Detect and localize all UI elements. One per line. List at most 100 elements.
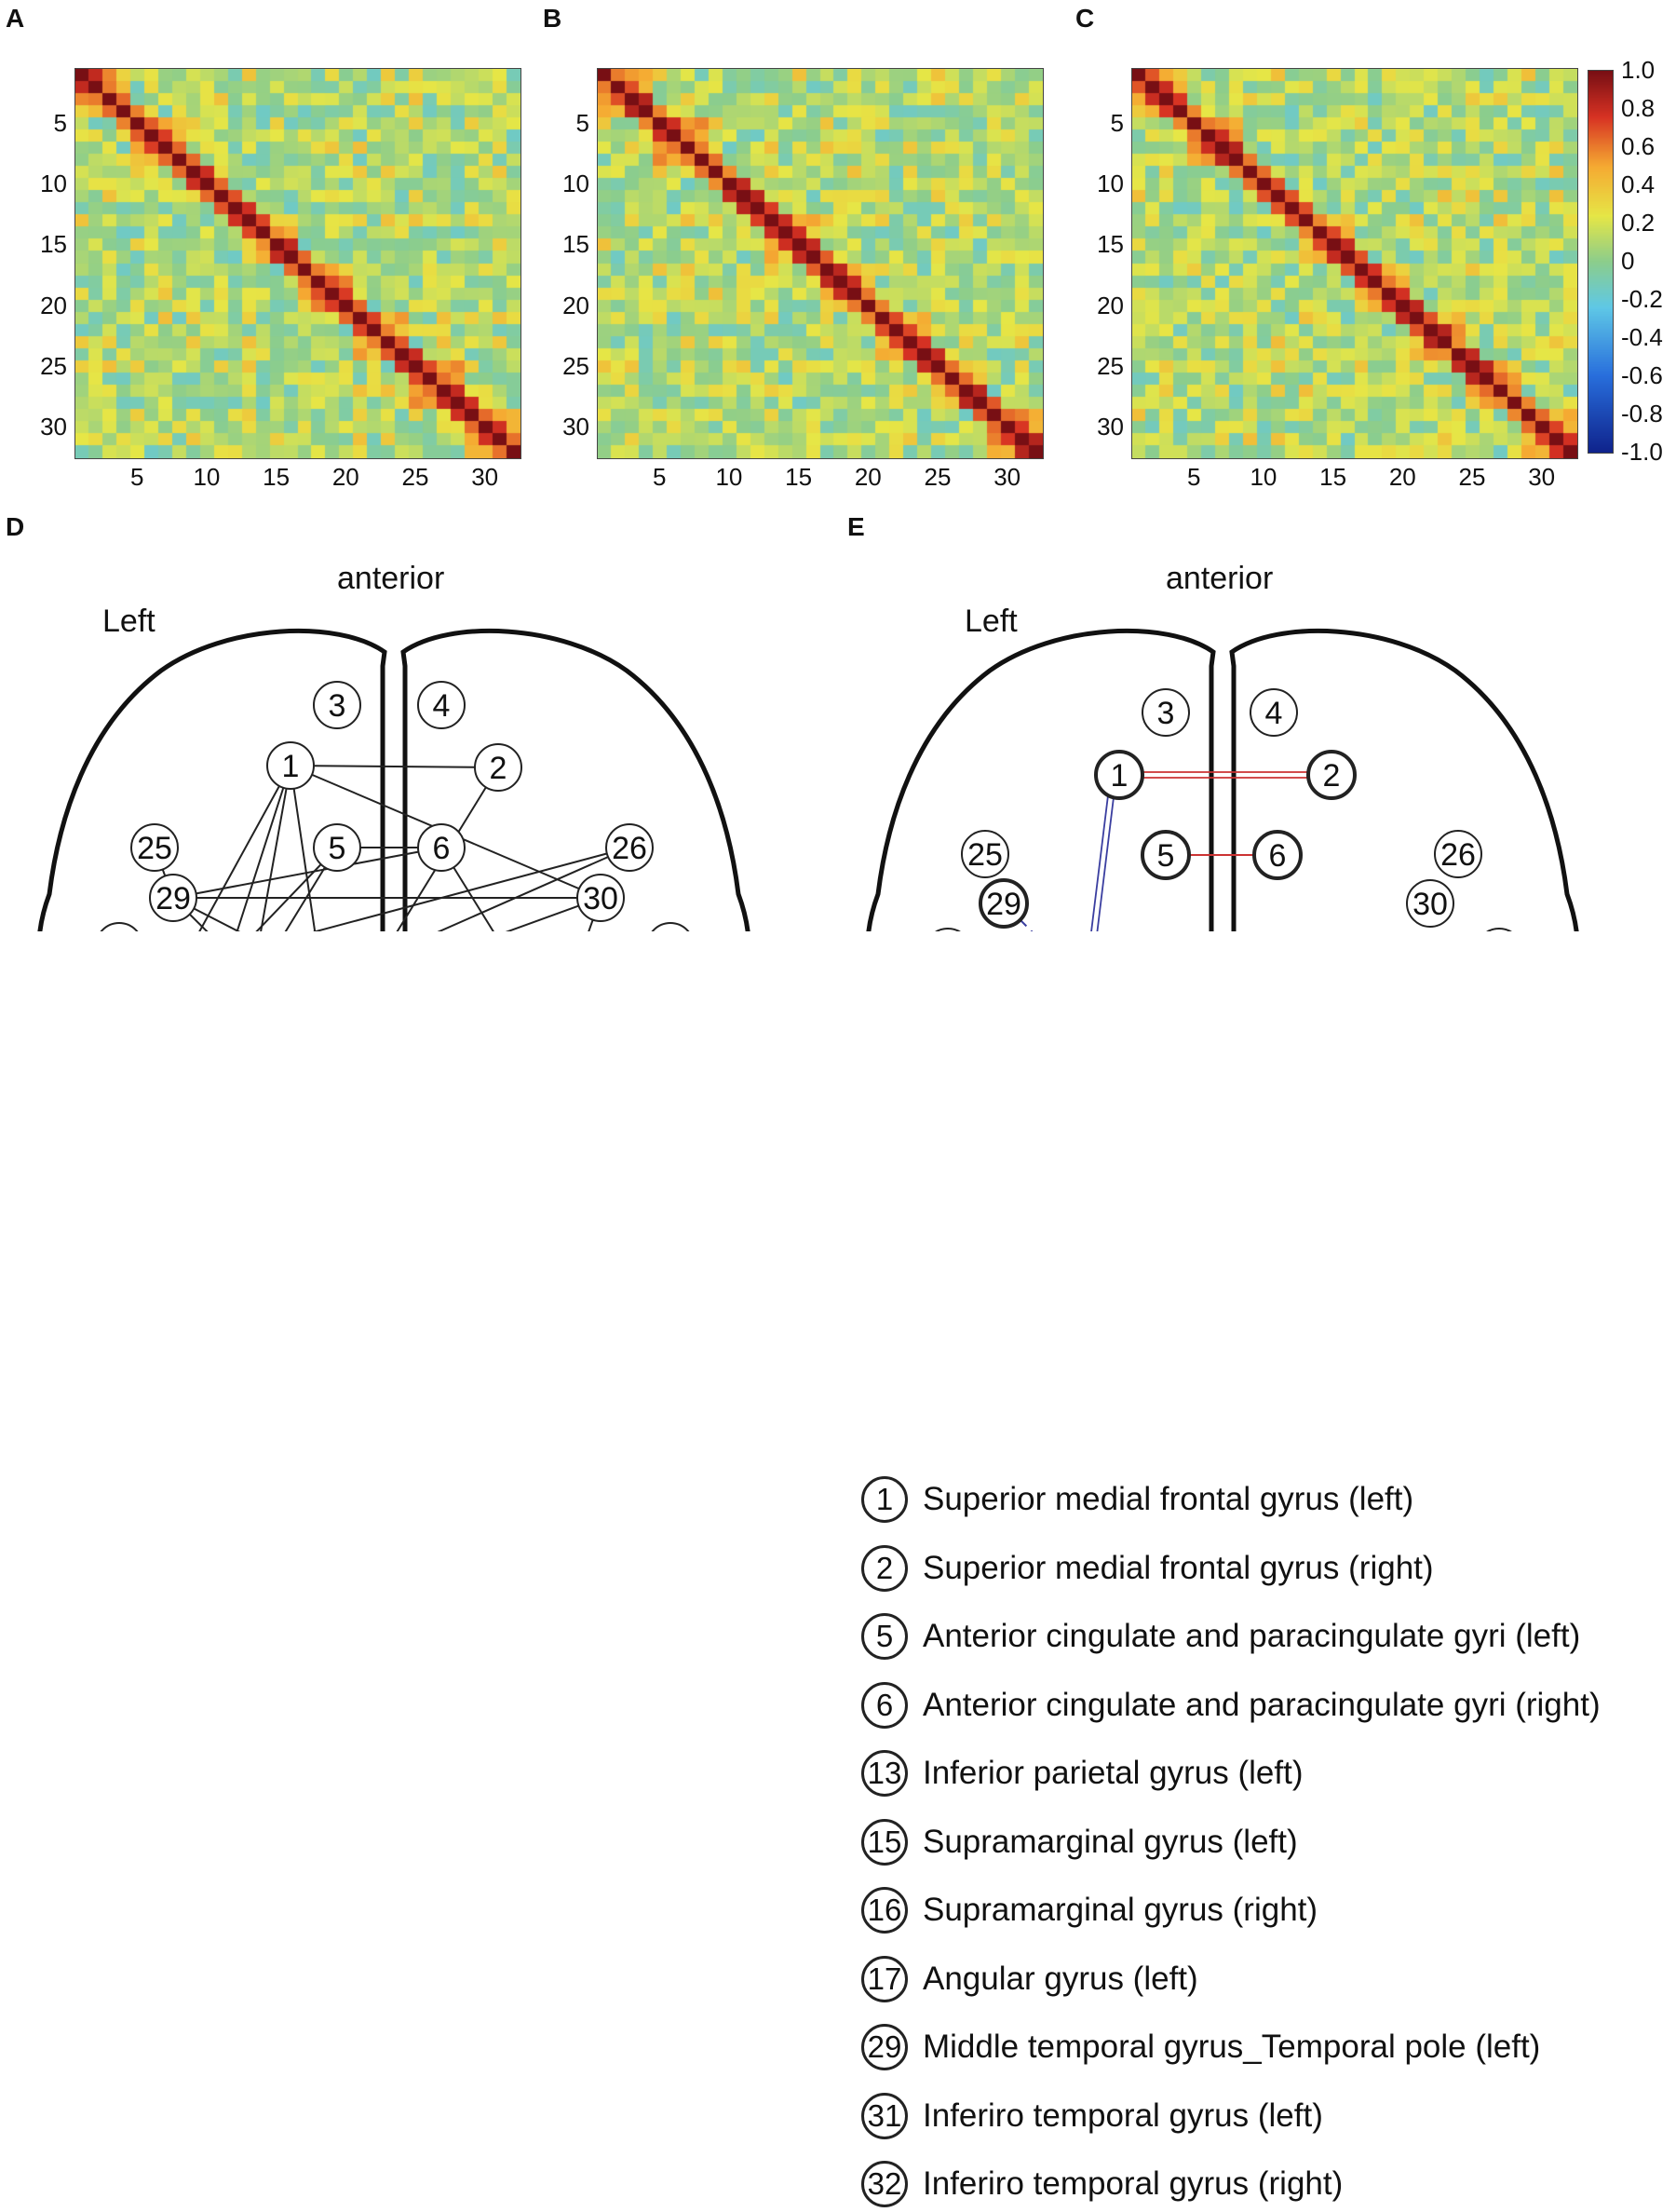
edge-15-30 (505, 897, 601, 931)
node-label: 30 (583, 881, 618, 916)
brain-d-left-label: Left (102, 604, 155, 639)
node-circle (266, 741, 315, 790)
legend-label: Inferior parietal gyrus (left) (923, 1755, 1304, 1791)
node-circle (651, 922, 690, 931)
legend-node-icon: 17 (861, 1955, 908, 2002)
panel-label-c: C (1075, 4, 1095, 33)
brain-outline (37, 628, 750, 931)
brain-network-e: 1234567891011121314151617181920212223242… (866, 628, 1579, 931)
heatmap-x-tick: 20 (331, 463, 359, 491)
edge-5-15 (255, 847, 338, 931)
heatmap-x-tick: 20 (854, 463, 882, 491)
right-hemisphere-outline (1229, 628, 1579, 931)
node-1: 1 (266, 741, 315, 790)
heatmap-x-tick: 25 (1458, 463, 1486, 491)
heatmap-x-tick: 5 (652, 463, 667, 491)
legend-label: Superior medial frontal gyrus (left) (923, 1481, 1414, 1517)
node-circle (576, 874, 625, 922)
heatmap-y-tick: 30 (40, 413, 67, 441)
node-label: 23 (101, 930, 137, 931)
heatmap-y-tick: 5 (1110, 108, 1124, 137)
edge-1-11 (260, 765, 291, 931)
edge-1-2 (290, 765, 499, 768)
node-label: 30 (1412, 887, 1448, 922)
node-5: 5 (1141, 830, 1191, 880)
heatmap-a (74, 68, 521, 459)
node-29: 29 (979, 878, 1029, 929)
node-circle (1306, 750, 1357, 800)
heatmap-x-tick: 15 (1319, 463, 1347, 491)
node-circle (313, 681, 361, 729)
node-6: 6 (1252, 830, 1303, 880)
node-circle (1141, 830, 1191, 880)
node-2: 2 (1306, 750, 1357, 800)
node-26: 26 (1434, 830, 1482, 878)
node-label: 5 (1157, 838, 1175, 874)
node-24: 24 (1486, 928, 1512, 931)
heatmap-y-tick: 10 (1097, 170, 1124, 198)
node-label: 5 (329, 831, 346, 866)
node-4: 4 (417, 681, 466, 729)
left-hemisphere-outline (866, 628, 1216, 931)
colorbar-tick: -0.2 (1621, 285, 1663, 313)
node-29: 29 (149, 874, 197, 922)
node-label: 29 (986, 887, 1021, 922)
legend-node-icon: 29 (861, 2024, 908, 2070)
edge-31-26 (312, 847, 630, 931)
heatmap-x-tick: 15 (263, 463, 291, 491)
colorbar-gradient (1588, 70, 1614, 454)
heatmap-y-tick: 25 (1097, 352, 1124, 381)
legend-node-icon: 16 (861, 1887, 908, 1934)
legend-node-icon: 31 (861, 2092, 908, 2139)
node-label: 1 (282, 749, 300, 784)
heatmap-x-tick: 15 (785, 463, 813, 491)
node-circle (1406, 879, 1454, 928)
edge-1-15 (198, 765, 291, 931)
brain-d-anterior-label: anterior (337, 561, 445, 596)
node-circle (417, 681, 466, 729)
node-25: 25 (961, 830, 1009, 878)
heatmap-x-tick: 30 (1528, 463, 1556, 491)
node-circle (417, 823, 466, 872)
node-circle (149, 874, 197, 922)
heatmap-y-tick: 10 (562, 170, 589, 198)
node-30: 30 (1406, 879, 1454, 928)
node-label: 26 (1440, 837, 1476, 873)
legend-node-icon: 32 (861, 2161, 908, 2207)
node-label: 6 (1269, 838, 1287, 874)
colorbar-tick: 0.2 (1621, 209, 1656, 237)
legend-label: Inferiro temporal gyrus (right) (923, 2165, 1344, 2202)
legend-label: Superior medial frontal gyrus (right) (923, 1549, 1434, 1586)
legend-node-icon: 13 (861, 1750, 908, 1797)
heatmap-x-tick: 25 (924, 463, 952, 491)
heatmap-x-tick: 10 (1250, 463, 1277, 491)
node-label: 29 (155, 881, 191, 916)
node-2: 2 (474, 743, 522, 792)
colorbar-tick: 0.6 (1621, 132, 1656, 160)
panel-label-d: D (6, 512, 25, 541)
node-circle (979, 878, 1029, 929)
node-23: 23 (100, 922, 139, 931)
node-circle (100, 922, 139, 931)
panel-label-b: B (543, 4, 562, 33)
node-3: 3 (1142, 688, 1190, 737)
heatmap-x-tick: 20 (1388, 463, 1416, 491)
legend-node-icon: 2 (861, 1544, 908, 1592)
heatmap-y-tick: 20 (1097, 291, 1124, 319)
colorbar-tick: 1.0 (1621, 56, 1656, 84)
heatmap-x-tick: 30 (471, 463, 499, 491)
node-circle (1094, 750, 1144, 800)
node-30: 30 (576, 874, 625, 922)
brain-e-anterior-label: anterior (1166, 561, 1274, 596)
edge-29-6 (172, 847, 442, 899)
heatmap-y-tick: 30 (1097, 413, 1124, 441)
colorbar-tick: 0.8 (1621, 94, 1656, 122)
left-hemisphere-outline (37, 628, 387, 931)
legend-label: Angular gyrus (left) (923, 1960, 1198, 1997)
node-24: 24 (651, 922, 690, 931)
heatmap-x-tick: 10 (715, 463, 743, 491)
